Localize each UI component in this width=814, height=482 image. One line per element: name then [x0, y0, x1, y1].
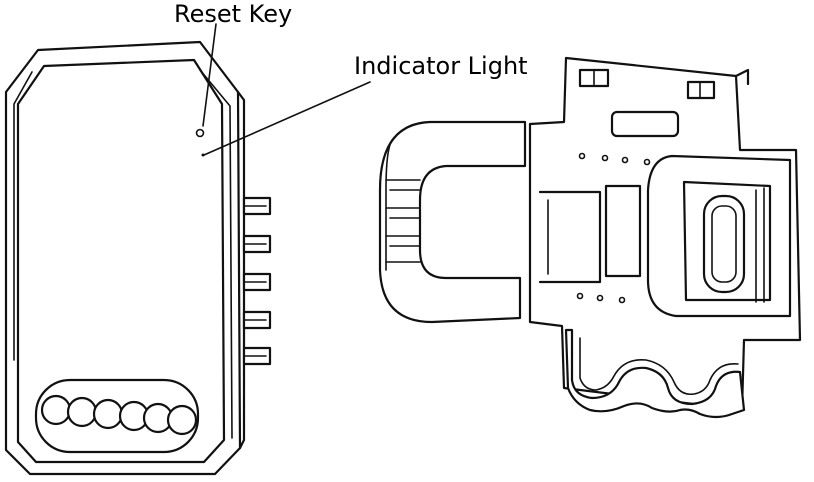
side-tab	[244, 236, 270, 252]
switch-module	[6, 42, 270, 474]
side-tabs	[244, 198, 270, 364]
terminal-screw	[42, 396, 70, 424]
bracket-left-clip	[380, 122, 525, 322]
side-tab	[244, 198, 270, 214]
terminal-block	[36, 380, 198, 452]
side-tab	[244, 312, 270, 328]
indicator-light-label: Indicator Light	[354, 52, 528, 80]
terminal-screw	[94, 400, 122, 428]
terminal-screw	[168, 406, 196, 434]
side-tab	[244, 274, 270, 290]
reset-key-label: Reset Key	[174, 0, 292, 28]
mounting-bracket	[380, 58, 800, 417]
terminal-screw	[68, 398, 96, 426]
side-tab	[244, 348, 270, 364]
